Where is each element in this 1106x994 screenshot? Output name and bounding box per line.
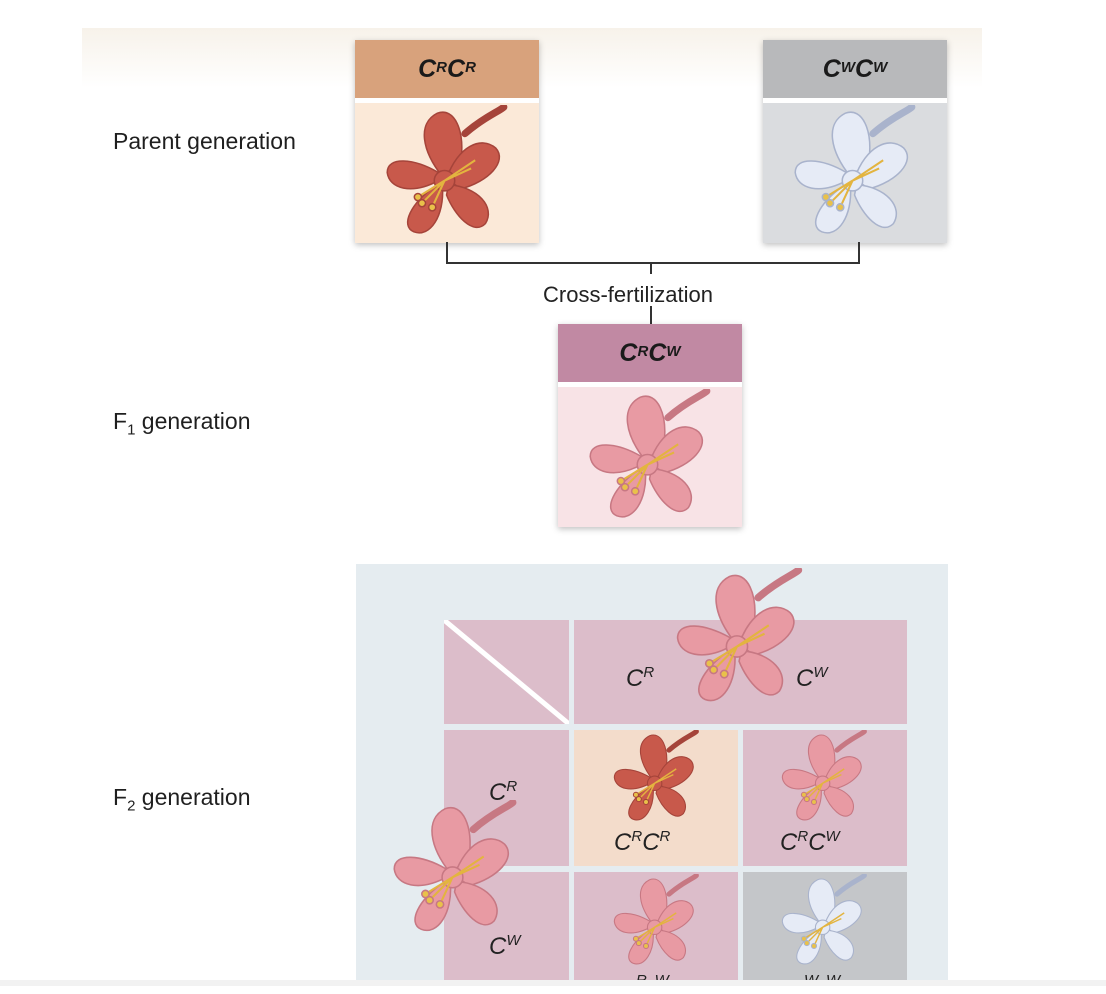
pink-flower-icon: [388, 800, 518, 938]
punnett-corner-cell: [444, 620, 569, 724]
bracket-horizontal: [446, 262, 860, 264]
genotype-rw: CRCW: [780, 828, 840, 856]
f2-generation-label: F2 generation: [113, 784, 251, 815]
column-allele-2: CW: [796, 664, 828, 692]
row-allele-2: CW: [489, 932, 521, 960]
parent-generation-label: Parent generation: [113, 128, 296, 154]
pink-flower-icon: [778, 730, 868, 825]
cross-fertilization-label: Cross-fertilization: [543, 282, 713, 307]
f1-generation-label: F1 generation: [113, 408, 251, 439]
bottom-edge: [0, 980, 1106, 986]
pink-flower-icon: [610, 874, 700, 969]
pink-flower-icon: [670, 568, 805, 708]
red-flower-icon: [380, 105, 510, 240]
white-flower-icon: [778, 874, 868, 969]
column-allele-1: CR: [626, 664, 655, 692]
bracket-center-tick: [650, 262, 652, 274]
red-flower-icon: [610, 730, 700, 825]
white-flower-icon: [788, 105, 918, 240]
cross-connector: [650, 306, 652, 324]
bracket-right-drop: [858, 242, 860, 264]
row-allele-1: CR: [489, 778, 518, 806]
pink-flower-icon: [583, 389, 713, 524]
corner-diagonal: [444, 620, 569, 724]
genotype-rr: CRCR: [614, 828, 671, 856]
bracket-left-drop: [446, 242, 448, 264]
